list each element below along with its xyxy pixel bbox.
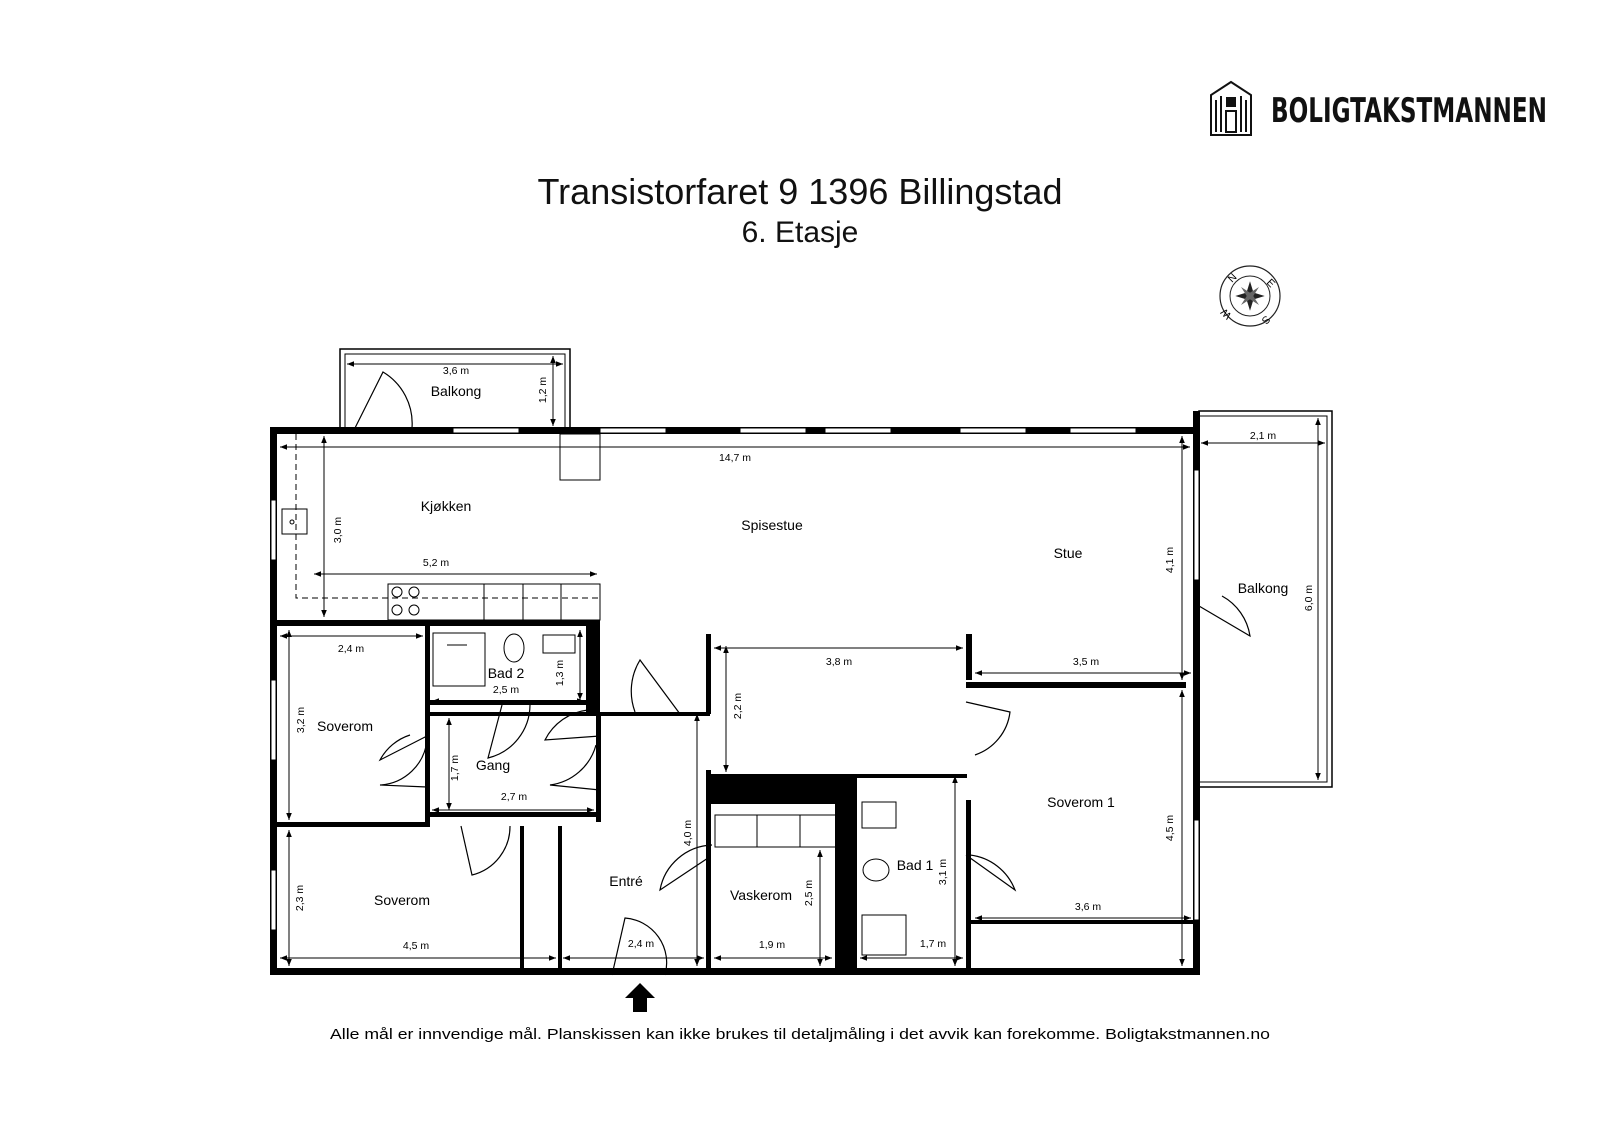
dim-bad1-w: 1,7 m [920, 938, 947, 950]
dim-entre-h: 4,0 m [682, 820, 694, 847]
dim-bad2-w: 2,5 m [493, 684, 520, 696]
bathroom-fixtures [432, 632, 907, 956]
dim-soverom-b-h: 2,3 m [294, 885, 306, 912]
dim-entre-w: 2,4 m [628, 938, 655, 950]
dim-vaskerom-w: 1,9 m [759, 939, 786, 951]
dim-stue-w: 3,5 m [1073, 656, 1100, 668]
entrance-arrow-icon [625, 983, 655, 1012]
doors [354, 371, 1251, 976]
compass-rose-icon [1219, 265, 1281, 327]
room-label-balkong-top: Balkong [431, 383, 482, 399]
dim-hall-w: 3,8 m [826, 656, 853, 668]
room-label-bad1: Bad 1 [897, 857, 934, 873]
dim-soverom1-h: 4,5 m [1164, 815, 1176, 842]
dim-soverom-a-w: 2,4 m [338, 643, 365, 655]
room-label-bad2: Bad 2 [488, 665, 525, 681]
compass-label-e: E [1264, 277, 1277, 290]
room-label-soverom-a: Soverom [317, 718, 373, 734]
address-title: Transistorfaret 9 1396 Billingstad [538, 171, 1063, 212]
room-label-balkong-right: Balkong [1238, 580, 1289, 596]
windows [270, 427, 1200, 931]
room-label-entre: Entré [609, 873, 643, 889]
dim-total-w: 14,7 m [719, 452, 751, 464]
room-label-spisestue: Spisestue [741, 517, 803, 533]
brand-name: BOLIGTAKSTMANNEN [1271, 91, 1547, 131]
compass-label-w: W [1219, 306, 1235, 322]
room-label-vaskerom: Vaskerom [730, 887, 792, 903]
dim-bad1-h: 3,1 m [937, 859, 949, 886]
dim-hall-h: 2,2 m [732, 693, 744, 720]
dim-balkong-right-h: 6,0 m [1303, 585, 1315, 612]
dim-balkong-top-h: 1,2 m [537, 377, 549, 404]
dim-kjokken-w: 5,2 m [423, 557, 450, 569]
room-label-kjokken: Kjøkken [421, 498, 472, 514]
dim-balkong-top-w: 3,6 m [443, 365, 470, 377]
dim-stue-h: 4,1 m [1164, 547, 1176, 574]
room-label-stue: Stue [1054, 545, 1083, 561]
room-label-gang: Gang [476, 757, 510, 773]
dim-soverom-b-w: 4,5 m [403, 940, 430, 952]
room-label-soverom-b: Soverom [374, 892, 430, 908]
building-logo-icon [1210, 80, 1252, 136]
dim-soverom1-w: 3,6 m [1075, 901, 1102, 913]
dim-soverom-a-h: 3,2 m [295, 707, 307, 734]
floor-subtitle: 6. Etasje [742, 216, 859, 249]
dim-kjokken-h: 3,0 m [332, 517, 344, 544]
dim-vaskerom-h: 2,5 m [803, 880, 815, 907]
kitchen-counter [281, 433, 601, 621]
dim-gang-w: 2,7 m [501, 791, 528, 803]
interior-walls [270, 620, 1196, 975]
compass-label-n: N [1226, 271, 1240, 285]
dim-bad2-h: 1,3 m [554, 660, 566, 687]
dim-balkong-right-w: 2,1 m [1250, 430, 1277, 442]
room-label-soverom1: Soverom 1 [1047, 794, 1115, 810]
dim-gang-h: 1,7 m [449, 755, 461, 782]
dimension-lines [280, 356, 1325, 966]
footer-disclaimer: Alle mål er innvendige mål. Planskissen … [330, 1026, 1270, 1043]
